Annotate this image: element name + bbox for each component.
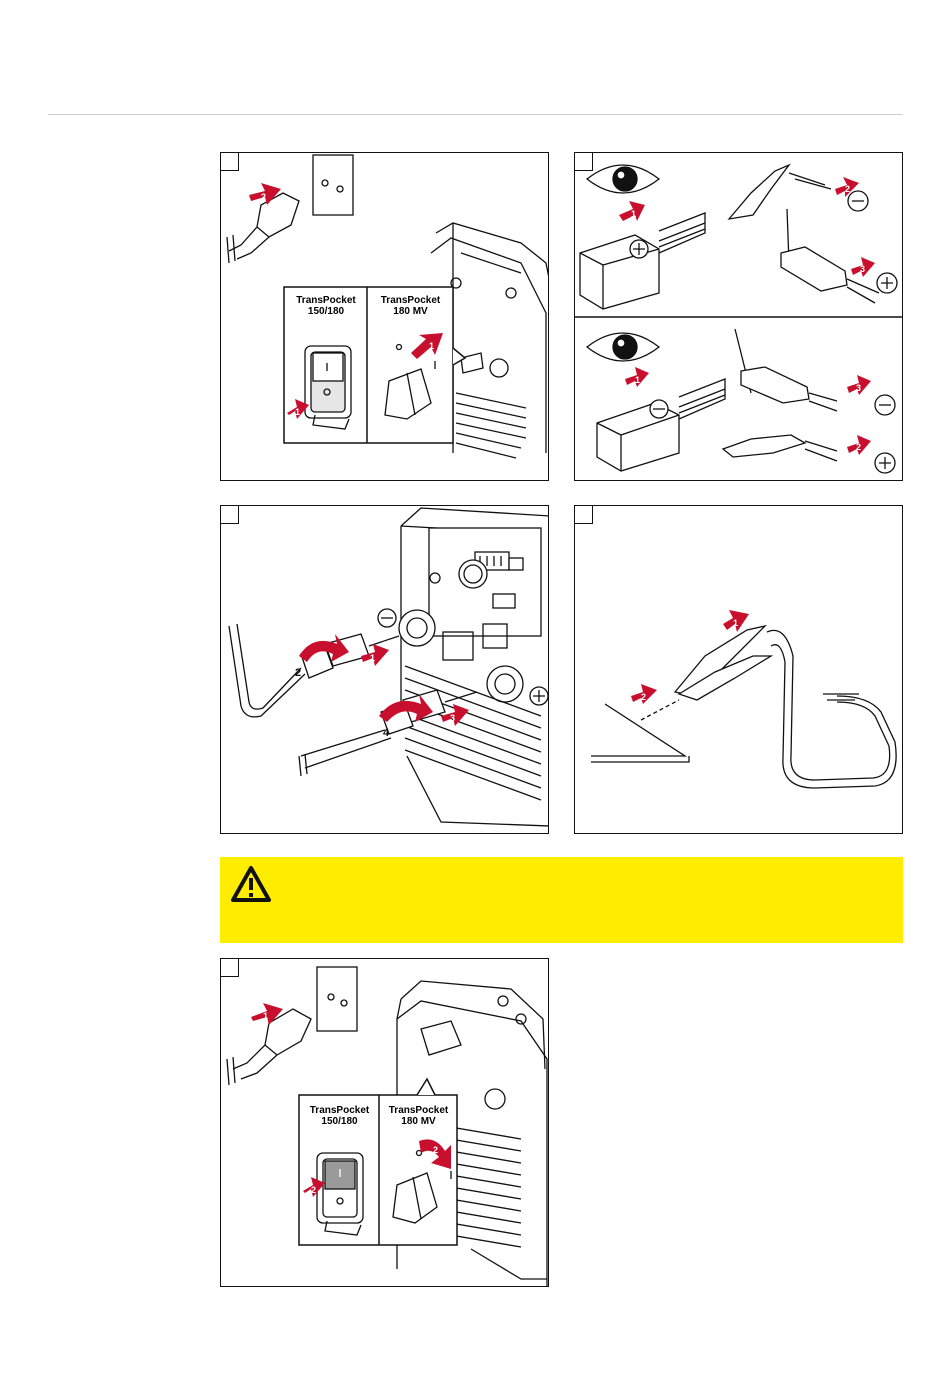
polarity-illustration: 1 2 3 1 3 2 <box>575 153 903 481</box>
model-label-180mv: TransPocket 180 MV <box>380 1105 457 1127</box>
callout-number: 1 <box>429 341 434 351</box>
header-rule <box>48 114 903 115</box>
callout-number: 3 <box>450 713 455 723</box>
callout-number: 2 <box>433 1145 438 1155</box>
callout-number: 3 <box>856 383 861 393</box>
callout-number: 1 <box>370 653 375 663</box>
model-label-180mv: TransPocket 180 MV <box>368 295 453 317</box>
model-label-150-180: TransPocket 150/180 <box>300 1105 379 1127</box>
warning-triangle-icon <box>230 865 272 903</box>
ground-clamp-illustration: 1 2 <box>575 506 903 834</box>
figure-switch-off: 2 1 1 TransPocket 150/180 TransPocket 18… <box>220 152 549 481</box>
callout-number: 1 <box>631 209 636 219</box>
figure-connect-cables: 2 4 1 3 <box>220 505 549 834</box>
callout-number: 4 <box>383 727 390 739</box>
warning-banner <box>220 857 903 943</box>
figure-ground-clamp: 1 2 <box>574 505 903 834</box>
callout-number: 2 <box>641 692 646 702</box>
figure-polarity: 1 2 3 1 3 2 <box>574 152 903 481</box>
callout-number: 2 <box>856 442 861 452</box>
callout-number: 1 <box>263 1011 268 1021</box>
figure-switch-on: 1 2 2 TransPocket 150/180 TransPocket 18… <box>220 958 549 1287</box>
connect-cables-illustration: 2 4 1 3 <box>221 506 549 834</box>
callout-number: 2 <box>845 184 850 194</box>
callout-number: 1 <box>295 407 300 417</box>
callout-number: 1 <box>635 375 640 385</box>
model-label-150-180: TransPocket 150/180 <box>285 295 367 317</box>
callout-number: 3 <box>860 264 865 274</box>
callout-number: 2 <box>261 192 266 202</box>
callout-number: 2 <box>311 1185 316 1195</box>
callout-number: 2 <box>295 667 301 679</box>
callout-number: 1 <box>733 618 738 628</box>
switch-off-illustration: 2 1 1 <box>221 153 549 481</box>
